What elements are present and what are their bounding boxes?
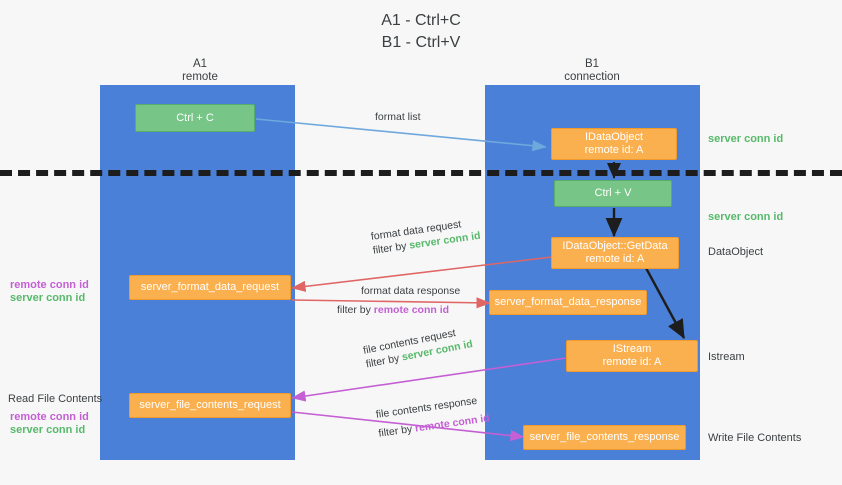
- edge-label-format-data-response: format data response filter by remote co…: [337, 284, 460, 317]
- node-idataobject-line2: remote id: A: [584, 144, 644, 156]
- edge-fmt-req-filter-prefix: filter by: [372, 239, 411, 257]
- column-a1-sub: remote: [182, 71, 218, 83]
- page-title: A1 - Ctrl+C B1 - Ctrl+V: [0, 10, 842, 54]
- node-ctrl-c-label: Ctrl + C: [176, 111, 214, 124]
- column-header-a1: A1 remote: [140, 58, 260, 84]
- left-label-server-conn-id-mid: server conn id: [10, 292, 86, 304]
- edge-label-format-data-request: format data request filter by server con…: [370, 215, 481, 258]
- column-a1-name: A1: [192, 58, 208, 70]
- left-label-read-file-contents: Read File Contents: [8, 393, 103, 405]
- right-label-server-conn-id-top: server conn id: [708, 133, 784, 145]
- node-ctrl-v[interactable]: Ctrl + V: [554, 180, 672, 207]
- node-server-file-contents-response[interactable]: server_file_contents_response: [523, 425, 686, 450]
- left-label-remote-conn-id-bottom: remote conn id: [10, 411, 89, 423]
- node-idataobject[interactable]: IDataObject remote id: A: [551, 128, 677, 160]
- node-server-format-data-response[interactable]: server_format_data_response: [489, 290, 647, 315]
- title-line-1: A1 - Ctrl+C: [381, 12, 461, 29]
- node-ctrl-v-label: Ctrl + V: [594, 187, 632, 199]
- node-getdata-line1: IDataObject::GetData: [562, 240, 668, 252]
- node-istream[interactable]: IStream remote id: A: [566, 340, 698, 372]
- right-label-write-file-contents: Write File Contents: [708, 432, 802, 444]
- node-getdata[interactable]: IDataObject::GetData remote id: A: [551, 237, 679, 269]
- right-label-dataobject: DataObject: [708, 246, 764, 258]
- right-label-server-conn-id-mid: server conn id: [708, 211, 784, 223]
- edge-file-resp-filter-value: remote conn id: [414, 412, 491, 435]
- edge-format-list-text: format list: [375, 111, 421, 123]
- edge-fmt-resp-line1: format data response: [361, 285, 461, 297]
- node-idataobject-line1: IDataObject: [584, 131, 644, 143]
- edge-label-file-contents-response: file contents response filter by remote …: [375, 392, 491, 440]
- column-b1-sub: connection: [564, 71, 620, 83]
- node-fmt-resp-label: server_format_data_response: [494, 296, 642, 308]
- node-file-req-label: server_file_contents_request: [139, 399, 281, 411]
- edge-fmt-resp-filter-value: remote conn id: [373, 304, 450, 316]
- column-header-b1: B1 connection: [532, 58, 652, 84]
- edge-file-resp-filter-prefix: filter by: [377, 422, 416, 440]
- edge-fmt-resp-filter-prefix: filter by: [337, 304, 374, 316]
- edge-label-file-contents-request: file contents request filter by server c…: [362, 323, 474, 371]
- edge-fmt-resp-filter: filter by remote conn id: [337, 303, 460, 317]
- node-getdata-line2: remote id: A: [585, 253, 645, 265]
- left-label-server-conn-id-bottom: server conn id: [10, 424, 86, 436]
- node-ctrl-c[interactable]: Ctrl + C: [135, 104, 255, 132]
- phase-divider: [0, 170, 842, 176]
- left-label-remote-conn-id-mid: remote conn id: [10, 279, 89, 291]
- node-istream-line1: IStream: [612, 343, 652, 355]
- edge-label-format-list: format list: [375, 110, 421, 124]
- title-line-2: B1 - Ctrl+V: [381, 34, 461, 51]
- node-server-format-data-request[interactable]: server_format_data_request: [129, 275, 291, 300]
- node-file-resp-label: server_file_contents_response: [529, 431, 680, 443]
- node-fmt-req-label: server_format_data_request: [140, 281, 280, 293]
- column-b1-name: B1: [584, 58, 600, 70]
- node-istream-line2: remote id: A: [602, 356, 662, 368]
- right-label-istream: Istream: [708, 351, 745, 363]
- node-server-file-contents-request[interactable]: server_file_contents_request: [129, 393, 291, 418]
